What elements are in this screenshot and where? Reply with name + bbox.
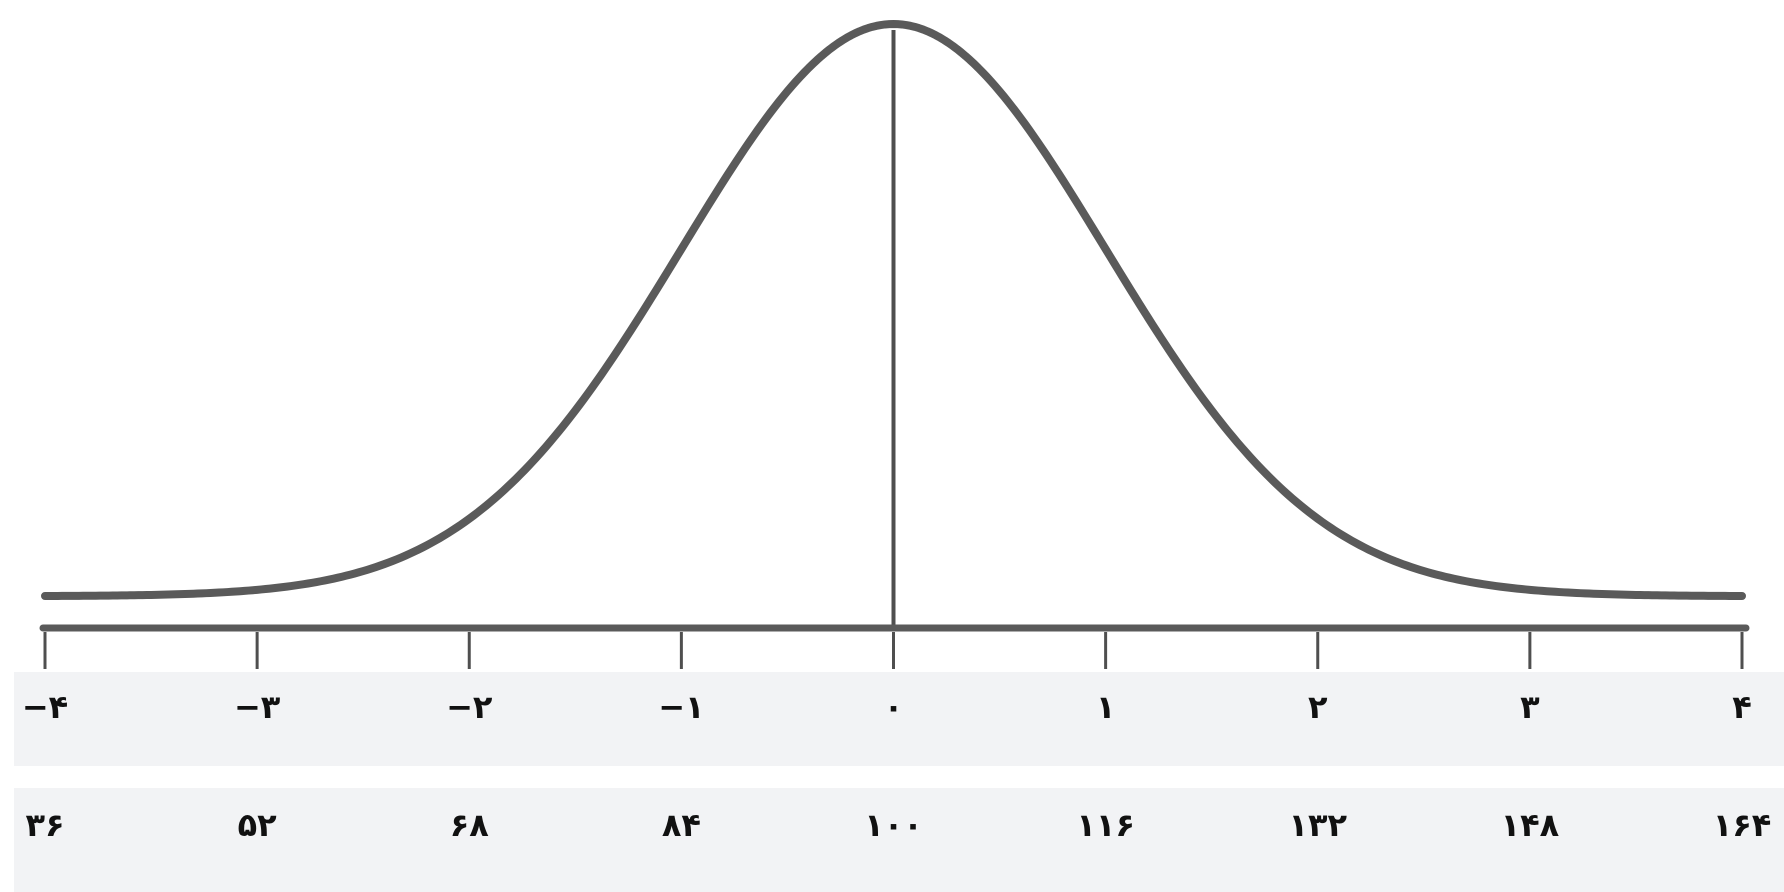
z-score-tick-label: ۱ [1096,688,1116,726]
raw-score-label-group: ۳۶ ۵۲ ۶۸ ۸۴ ۱۰۰ ۱۱۶ ۱۳۲ ۱۴۸ ۱۶۴ [25,806,1771,844]
z-score-tick-label: ۰ [884,688,904,726]
raw-score-tick-label: ۸۴ [662,806,701,844]
z-score-tick-label: −۱ [658,688,704,726]
raw-score-tick-label: ۱۶۴ [1713,806,1772,844]
bell-curve [41,20,1746,600]
raw-score-tick-label: ۵۲ [238,806,278,844]
z-score-tick-label: ۴ [1732,688,1752,726]
tick-group [43,632,1744,669]
z-score-tick-label: ۲ [1308,688,1328,726]
z-score-label-group: −۴ −۳ −۲ −۱ ۰ ۱ ۲ ۳ ۴ [22,688,1752,726]
z-score-tick-label: −۳ [234,688,281,726]
raw-score-tick-label: ۱۱۶ [1076,806,1135,844]
raw-score-tick-label: ۶۸ [450,806,490,844]
z-score-tick-label: ۳ [1520,688,1540,726]
raw-score-tick-label: ۳۶ [25,806,64,844]
raw-score-band [14,788,1784,892]
raw-score-tick-label: ۱۳۲ [1288,806,1347,844]
z-score-tick-label: −۲ [446,688,493,726]
z-score-tick-label: −۴ [22,688,68,726]
z-score-band [14,672,1784,766]
raw-score-tick-label: ۱۰۰ [864,806,923,844]
raw-score-tick-label: ۱۴۸ [1501,806,1560,844]
